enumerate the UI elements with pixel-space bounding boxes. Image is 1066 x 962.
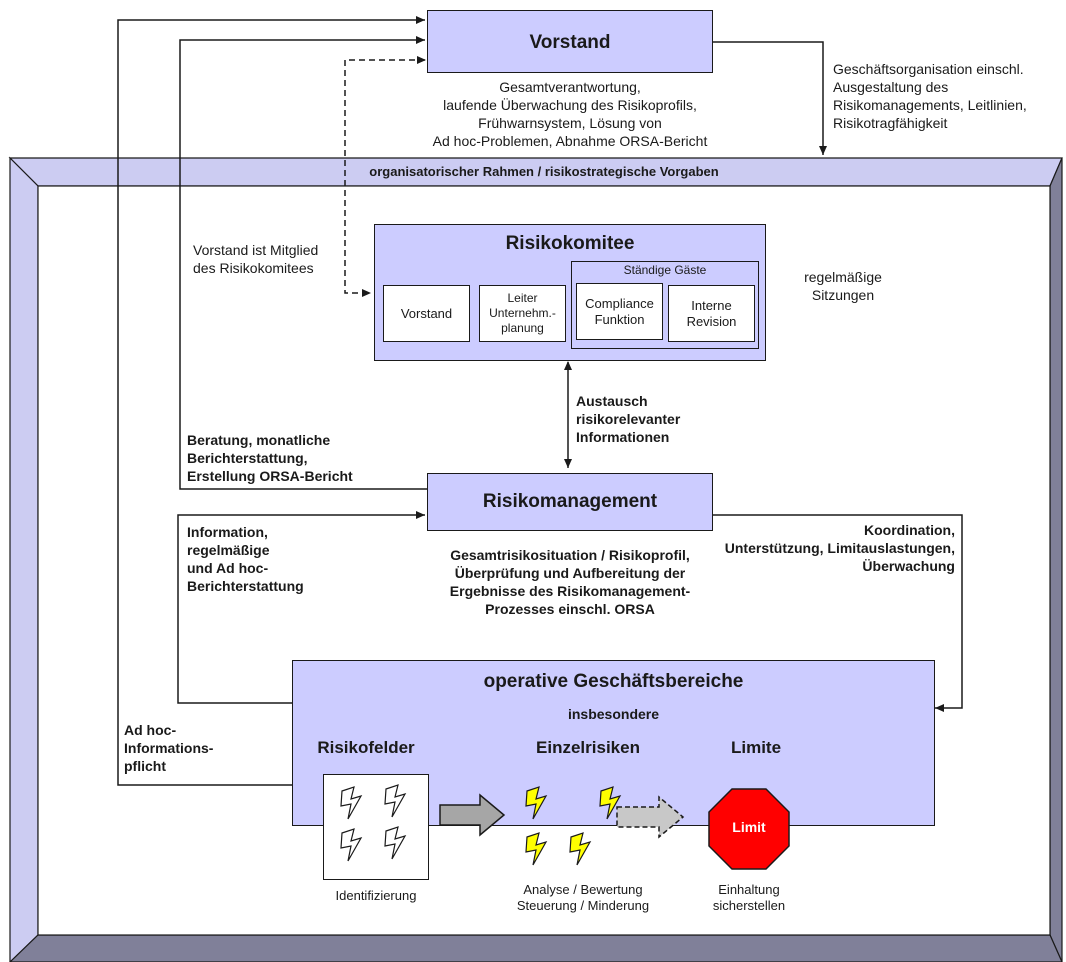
risikokomitee-title: Risikokomitee [505, 233, 635, 254]
vorstand-description: Gesamtverantwortung, laufende Überwachun… [432, 79, 708, 149]
operative-subtitle: insbesondere [567, 706, 660, 722]
vorstand-box: Vorstand [427, 10, 713, 73]
risikomanagement-box: Risikomanagement [427, 473, 713, 531]
guests-group: Ständige Gäste [571, 261, 759, 349]
arrow-solid-icon [439, 793, 506, 837]
risikofelder-image [323, 774, 429, 880]
col-limite-title: Limite [730, 738, 782, 757]
exchange-note: Austausch risikorelevanter Informationen [576, 393, 681, 445]
col-einzelrisiken-caption: Analyse / Bewertung Steuerung / Minderun… [516, 882, 650, 913]
arrow-dashed-icon [616, 795, 685, 839]
risikokomitee-box: Risikokomitee Ständige Gäste Vorstand Le… [374, 224, 766, 361]
guest-compliance-funktion: Compliance Funktion [576, 283, 663, 340]
guests-label: Ständige Gäste [623, 263, 707, 277]
col-limite-caption: Einhaltung sicherstellen [712, 882, 786, 913]
stop-sign-icon [708, 788, 790, 870]
yellow-lightning-icons [525, 786, 622, 866]
guest-interne-revision: Interne Revision [668, 285, 755, 342]
risikomanagement-left-upper-note: Beratung, monatliche Berichterstattung, … [187, 432, 353, 484]
operative-box: operative Geschäftsbereiche insbesondere… [292, 660, 935, 913]
col-risikofelder-caption: Identifizierung [335, 888, 417, 903]
member-vorstand: Vorstand [383, 285, 470, 342]
col-risikofelder-title: Risikofelder [317, 738, 415, 757]
risikokomitee-left-note: Vorstand ist Mitglied des Risikokomitees [193, 242, 319, 276]
vorstand-right-note: Geschäftsorganisation einschl. Ausgestal… [833, 61, 1027, 131]
lightning-icons [340, 784, 407, 862]
risikokomitee-right-note: regelmäßige Sitzungen [804, 269, 882, 303]
member-leiter-unternehmensplanung: Leiter Unternehm.- planung [479, 285, 566, 342]
risikomanagement-title: Risikomanagement [482, 491, 658, 512]
col-einzelrisiken-title: Einzelrisiken [536, 738, 640, 757]
vorstand-title: Vorstand [529, 32, 611, 53]
operative-left-note: Ad hoc- Informations- pflicht [124, 722, 214, 774]
limit-label: Limit [732, 819, 766, 835]
risikomanagement-right-note: Koordination, Unterstützung, Limitauslas… [724, 522, 955, 574]
risikomanagement-description: Gesamtrisikosituation / Risikoprofil, Üb… [449, 547, 691, 617]
operative-title: operative Geschäftsbereiche [483, 671, 744, 692]
risikomanagement-left-lower-note: Information, regelmäßige und Ad hoc- Ber… [187, 524, 304, 594]
